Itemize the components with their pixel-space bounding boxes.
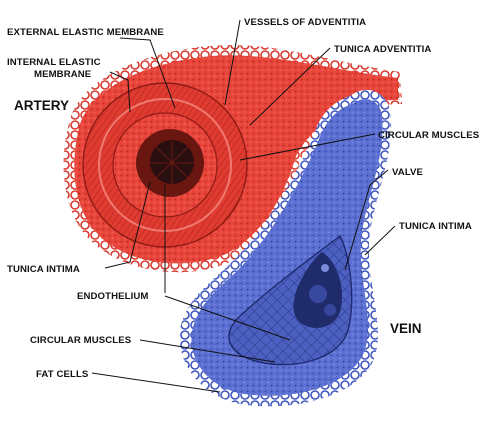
label-circular-muscles-artery: CIRCULAR MUSCLES	[378, 130, 480, 141]
leader-valve	[344, 169, 389, 271]
label-tunica-adventitia: TUNICA ADVENTITIA	[334, 44, 431, 55]
label-valve: VALVE	[392, 167, 424, 178]
leader-tunica-adventitia	[249, 47, 331, 126]
leader-external-elastic-membrane	[119, 37, 176, 109]
leader-endothelium-vein	[164, 295, 291, 341]
label-internal-elastic-membrane-line2: MEMBRANE	[34, 69, 92, 80]
leader-circular-muscles-vein	[139, 339, 276, 363]
diagram-labels: EXTERNAL ELASTIC MEMBRANE INTERNAL ELAST…	[7, 17, 480, 380]
leader-circular-muscles-artery	[239, 133, 376, 161]
label-tunica-intima-vein: TUNICA INTIMA	[399, 221, 472, 232]
leader-tunica-intima-artery	[104, 181, 151, 269]
leader-tunica-intima-vein	[364, 225, 396, 256]
artery-cross-section	[63, 44, 402, 273]
leader-fat-cells	[91, 372, 221, 393]
label-circular-muscles-vein: CIRCULAR MUSCLES	[30, 335, 132, 346]
label-vein: VEIN	[390, 321, 422, 336]
label-tunica-intima-artery: TUNICA INTIMA	[7, 264, 80, 275]
leader-vessels-of-adventitia	[224, 19, 241, 106]
label-vessels-of-adventitia: VESSELS OF ADVENTITIA	[244, 17, 366, 28]
label-fat-cells: FAT CELLS	[36, 369, 89, 380]
label-external-elastic-membrane: EXTERNAL ELASTIC MEMBRANE	[7, 27, 164, 38]
label-internal-elastic-membrane-line1: INTERNAL ELASTIC	[7, 57, 101, 68]
leader-lines	[91, 19, 396, 393]
vein-cross-section	[179, 89, 392, 407]
label-endothelium: ENDOTHELIUM	[77, 291, 148, 302]
leader-internal-elastic-membrane	[109, 71, 131, 113]
label-artery: ARTERY	[14, 98, 69, 113]
